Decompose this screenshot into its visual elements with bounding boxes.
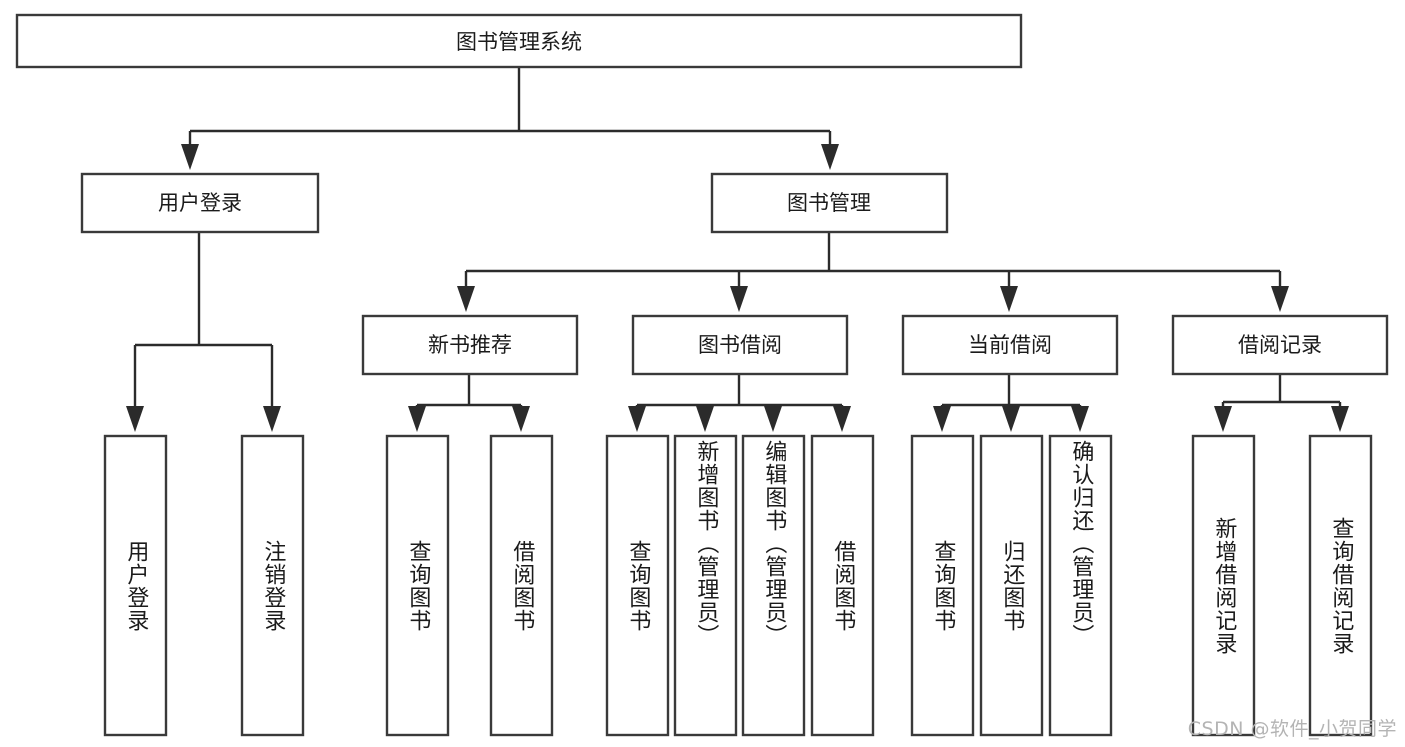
arrow-head-book-borrow-leaf-2	[696, 406, 714, 432]
leaf-boxes-borrow-record	[1191, 434, 1373, 737]
node-root-图书管理系统[interactable]: 图书管理系统	[15, 13, 1023, 69]
connector-group-book-manage	[457, 232, 1289, 312]
arrow-head-book-borrow-leaf-4	[833, 406, 851, 432]
node-book-borrow[interactable]: 图书借阅	[631, 314, 849, 376]
leaf-box-book-borrow-3[interactable]	[741, 434, 806, 737]
connector-group-borrow-record	[1214, 375, 1349, 432]
node-book-borrow-label: 图书借阅	[698, 333, 782, 357]
arrow-head-root-to-book-manage	[821, 144, 839, 170]
leaf-boxes-user-login	[103, 434, 305, 737]
arrow-head-new-book-leaf-2	[512, 406, 530, 432]
leaf-box-book-borrow-1[interactable]	[605, 434, 670, 737]
leaf-box-user-login-2[interactable]	[240, 434, 305, 737]
arrow-head-current-borrow-leaf-1	[933, 406, 951, 432]
arrow-head-borrow-record-leaf-2	[1331, 406, 1349, 432]
leaf-box-user-login-1[interactable]	[103, 434, 168, 737]
arrow-head-to-new-book-recommend	[457, 286, 475, 312]
node-book-manage[interactable]: 图书管理	[710, 172, 949, 234]
arrow-head-book-borrow-leaf-3	[764, 406, 782, 432]
leaf-box-new-book-2[interactable]	[489, 434, 554, 737]
leaf-box-new-book-1[interactable]	[385, 434, 450, 737]
arrow-head-current-borrow-leaf-3	[1071, 406, 1089, 432]
arrow-head-to-current-borrow	[1000, 286, 1018, 312]
node-user-login-label: 用户登录	[158, 191, 242, 215]
connector-group-book-borrow	[628, 375, 851, 432]
connector-group-root	[181, 67, 839, 170]
node-book-borrow-box[interactable]	[631, 314, 849, 376]
arrow-head-user-login-leaf-1	[126, 406, 144, 432]
leaf-box-book-borrow-2[interactable]	[673, 434, 738, 737]
arrow-head-book-borrow-leaf-1	[628, 406, 646, 432]
node-borrow-record-label: 借阅记录	[1238, 333, 1322, 357]
node-borrow-record[interactable]: 借阅记录	[1171, 314, 1389, 376]
leaf-boxes-book-borrow	[605, 434, 875, 737]
node-user-login-box[interactable]	[80, 172, 320, 234]
arrow-head-borrow-record-leaf-1	[1214, 406, 1232, 432]
node-new-book-recommend-label: 新书推荐	[428, 333, 512, 357]
arrow-head-current-borrow-leaf-2	[1002, 406, 1020, 432]
leaf-box-borrow-record-1[interactable]	[1191, 434, 1256, 737]
arrow-head-to-borrow-record	[1271, 286, 1289, 312]
arrow-head-new-book-leaf-1	[408, 406, 426, 432]
node-book-manage-label: 图书管理	[787, 191, 871, 215]
leaf-boxes-new-book-recommend	[385, 434, 554, 737]
watermark-text: CSDN @软件_小贺同学	[1187, 718, 1397, 740]
leaf-box-current-borrow-2[interactable]	[979, 434, 1044, 737]
arrow-head-user-login-leaf-2	[263, 406, 281, 432]
leaf-box-current-borrow-1[interactable]	[910, 434, 975, 737]
arrow-head-root-to-user-login	[181, 144, 199, 170]
connector-group-new-book-recommend	[408, 375, 530, 432]
connector-group-user-login	[126, 232, 281, 432]
node-user-login[interactable]: 用户登录	[80, 172, 320, 234]
node-current-borrow-box[interactable]	[901, 314, 1119, 376]
leaf-boxes-current-borrow	[910, 434, 1113, 737]
node-root-label: 图书管理系统	[456, 30, 582, 54]
leaf-box-book-borrow-4[interactable]	[810, 434, 875, 737]
arrow-head-to-book-borrow	[730, 286, 748, 312]
node-new-book-recommend-box[interactable]	[361, 314, 579, 376]
node-current-borrow[interactable]: 当前借阅	[901, 314, 1119, 376]
connector-group-current-borrow	[933, 375, 1089, 432]
node-new-book-recommend[interactable]: 新书推荐	[361, 314, 579, 376]
leaf-box-current-borrow-3[interactable]	[1048, 434, 1113, 737]
node-current-borrow-label: 当前借阅	[968, 333, 1052, 357]
node-book-manage-box[interactable]	[710, 172, 949, 234]
node-borrow-record-box[interactable]	[1171, 314, 1389, 376]
node-root-box[interactable]	[15, 13, 1023, 69]
leaf-box-borrow-record-2[interactable]	[1308, 434, 1373, 737]
